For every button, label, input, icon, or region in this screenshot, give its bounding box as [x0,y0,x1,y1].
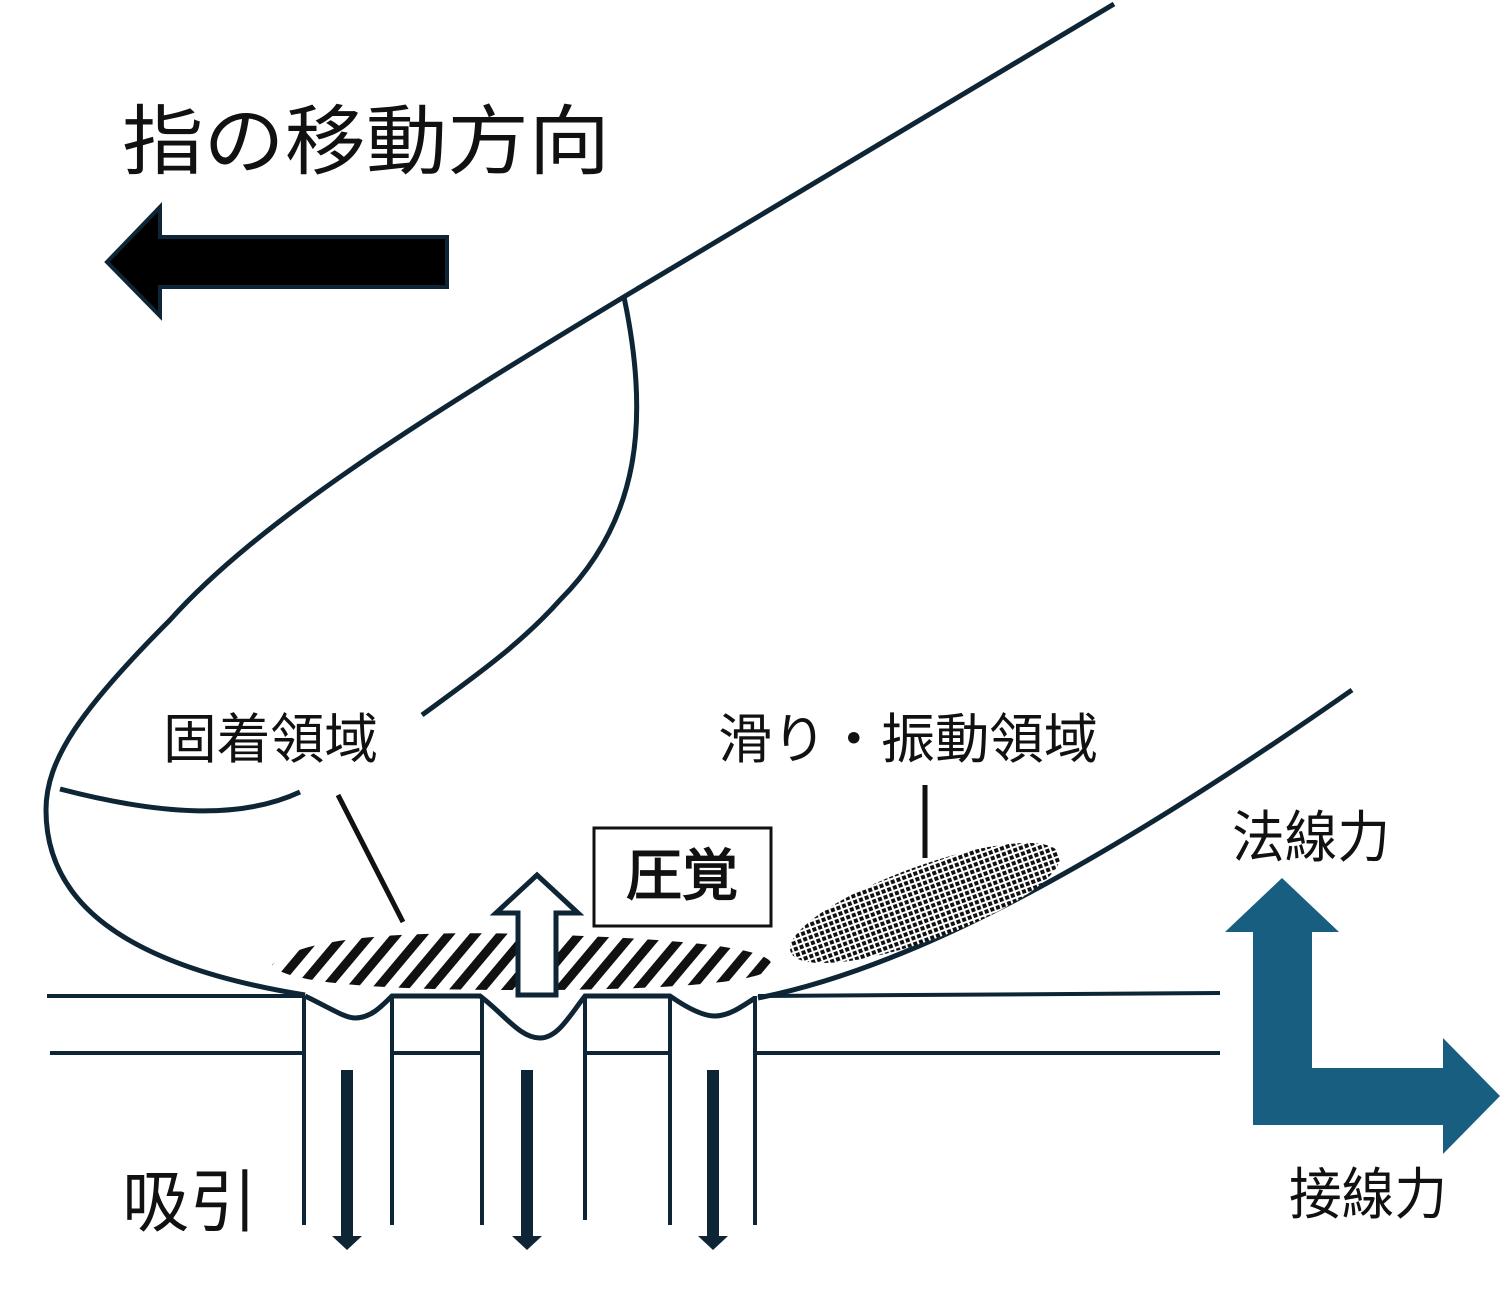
stick-region-label: 固着領域 [163,708,378,771]
slip-vibration-region-label: 滑り・振動領域 [718,708,1098,771]
slip-vibration-region-dotted [790,842,1060,964]
movement-direction-label: 指の移動方向 [122,97,610,186]
finger-upper-outline [43,1,1116,998]
suction-arrows [332,1070,728,1250]
suction-arrow-1 [332,1070,362,1250]
tangential-force-label: 接線力 [1289,1163,1447,1228]
suction-plate [47,991,1221,1225]
movement-direction-arrow [104,202,449,321]
pressure-label-box [592,826,773,928]
skin-deformation-line [303,993,757,1041]
finger-internal-curve [420,296,640,718]
normal-force-label: 法線力 [1232,806,1390,871]
pressure-sense-label: 圧覚 [626,844,738,909]
suction-label: 吸引 [122,1164,257,1243]
suction-arrow-2 [512,1070,542,1250]
stick-region-pointer [335,793,406,924]
normal-tangential-force-arrow [1225,878,1500,1154]
finger-crease-line [59,786,302,814]
pressure-up-arrow [489,871,585,998]
suction-arrow-3 [698,1070,728,1250]
